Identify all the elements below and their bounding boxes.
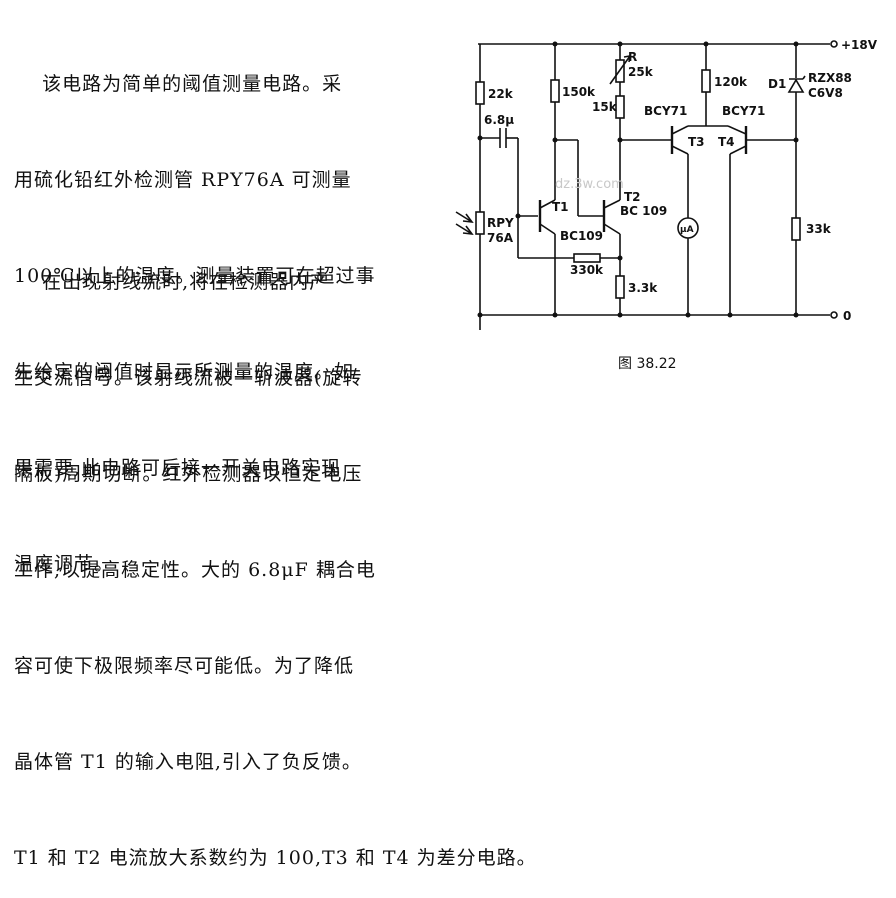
zener-type-label: RZX88: [808, 71, 852, 85]
resistor-330k: [573, 253, 601, 263]
light-arrow-icon: [455, 223, 474, 235]
ground-terminal: [830, 311, 838, 319]
resistor-15k: [615, 95, 625, 119]
circuit-diagram: +18V 0 22k 6.8μ RPY 76A 150k T1 BC109 T2…: [455, 38, 878, 372]
text-line: 先给定的阈值时显示所测量的温度。如: [14, 361, 355, 383]
r330k-label: 330k: [570, 263, 604, 277]
text-line: 容可使下极限频率尽可能低。为了降低: [14, 655, 355, 677]
rpy76a-detector: [475, 211, 485, 235]
text-line: 用硫化铅红外检测管 RPY76A 可测量: [14, 169, 352, 191]
ground-label: 0: [843, 309, 851, 323]
t3-emitter: [671, 145, 689, 155]
r15k-label: 15k: [592, 100, 618, 114]
t4-emitter: [729, 145, 747, 155]
t2-type-label: BC 109: [620, 204, 667, 218]
d1-label: D1: [768, 77, 786, 91]
figure-caption: 图 38.22: [618, 356, 677, 372]
t3-type-label: BCY71: [644, 104, 687, 118]
t1-type-label: BC109: [560, 229, 603, 243]
r120k-label: 120k: [714, 75, 748, 89]
r150k-label: 150k: [562, 85, 596, 99]
text-line: 晶体管 T1 的输入电阻,引入了负反馈。: [14, 751, 362, 773]
t3-label: T3: [688, 135, 705, 149]
text-line: 生交流信号。该射线流被一斩波器(旋转: [14, 367, 363, 389]
t4-label: T4: [718, 135, 735, 149]
t4-collector: [727, 125, 747, 135]
supply-label: +18V: [841, 38, 878, 52]
zener-diode-d1: [787, 75, 806, 93]
light-arrow-icon: [455, 211, 474, 223]
t1-emitter: [539, 223, 556, 235]
junction-dots: [477, 41, 799, 318]
t1-label: T1: [552, 200, 569, 214]
pot-25k-label: 25k: [628, 65, 654, 79]
c68-label: 6.8μ: [484, 113, 514, 127]
supply-terminal: [830, 40, 838, 48]
text-line: 100℃以上的温度。测量装置可在超过事: [14, 265, 376, 287]
r3.3k-label: 3.3k: [628, 281, 658, 295]
text-line: T1 和 T2 电流放大系数约为 100,T3 和 T4 为差分电路。: [14, 847, 537, 869]
rpy-label-2: 76A: [487, 231, 514, 245]
watermark: dz.3w.com: [555, 177, 624, 192]
text-line: 在出现射线流时,将在检测器内产: [14, 271, 330, 293]
resistor-150k: [550, 79, 560, 103]
t1-collector: [539, 199, 556, 209]
t3-collector: [671, 125, 689, 135]
r22k-label: 22k: [488, 87, 514, 101]
resistor-3.3k: [615, 275, 625, 299]
t4-type-label: BCY71: [722, 104, 765, 118]
zener-voltage-label: C6V8: [808, 86, 843, 100]
t2-collector: [603, 199, 621, 209]
resistor-120k: [701, 69, 711, 93]
resistor-33k: [791, 217, 801, 241]
meter-label: μA: [680, 225, 694, 235]
resistor-22k: [475, 81, 485, 105]
t2-label: T2: [624, 190, 641, 204]
r33k-label: 33k: [806, 222, 832, 236]
text-line: 隔板)周期切断。红外检测器以恒定电压: [14, 463, 363, 485]
pot-r-label: R: [628, 50, 637, 64]
text-line: 该电路为简单的阈值测量电路。采: [14, 73, 343, 95]
text-line: 工作,以提高稳定性。大的 6.8μF 耦合电: [14, 559, 376, 581]
rpy-label: RPY: [487, 216, 514, 230]
t2-emitter: [603, 223, 621, 235]
pot-arrow-icon: [609, 55, 631, 85]
